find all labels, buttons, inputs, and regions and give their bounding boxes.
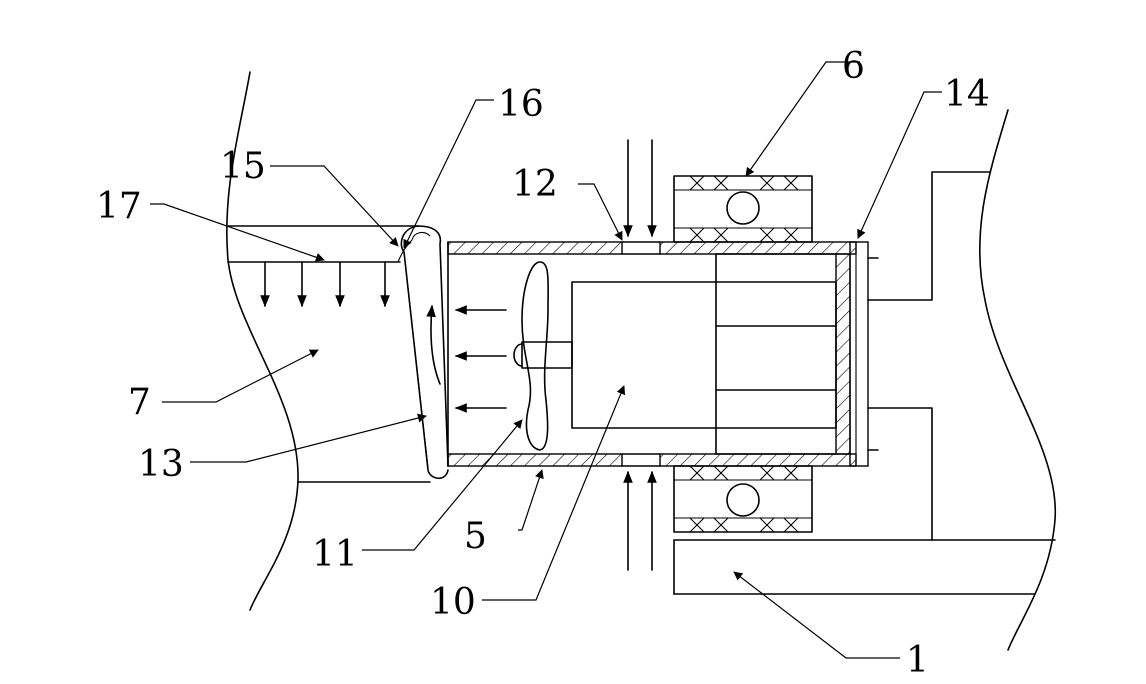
airflow-arrows bbox=[260, 139, 657, 571]
base-plate bbox=[673, 539, 1056, 595]
reference-labels: 6 14 16 15 12 17 7 13 5 11 10 1 bbox=[96, 46, 990, 681]
fan-blade bbox=[521, 261, 549, 451]
label-16: 16 bbox=[498, 84, 544, 125]
motor bbox=[513, 253, 837, 455]
bearing-bottom bbox=[673, 465, 813, 533]
label-14: 14 bbox=[944, 74, 990, 115]
right-wall bbox=[867, 109, 1057, 651]
label-15: 15 bbox=[220, 146, 266, 187]
label-13: 13 bbox=[138, 444, 184, 485]
label-1: 1 bbox=[906, 640, 929, 681]
left-wall bbox=[226, 71, 431, 611]
label-10: 10 bbox=[430, 582, 476, 623]
label-7: 7 bbox=[128, 382, 151, 423]
label-11: 11 bbox=[312, 534, 358, 575]
label-6: 6 bbox=[842, 46, 865, 87]
callout-leaders bbox=[150, 61, 942, 659]
seal-flap bbox=[397, 225, 449, 480]
bearing-top bbox=[673, 175, 813, 243]
label-5: 5 bbox=[464, 516, 487, 557]
label-12: 12 bbox=[512, 164, 558, 205]
label-17: 17 bbox=[96, 186, 142, 227]
